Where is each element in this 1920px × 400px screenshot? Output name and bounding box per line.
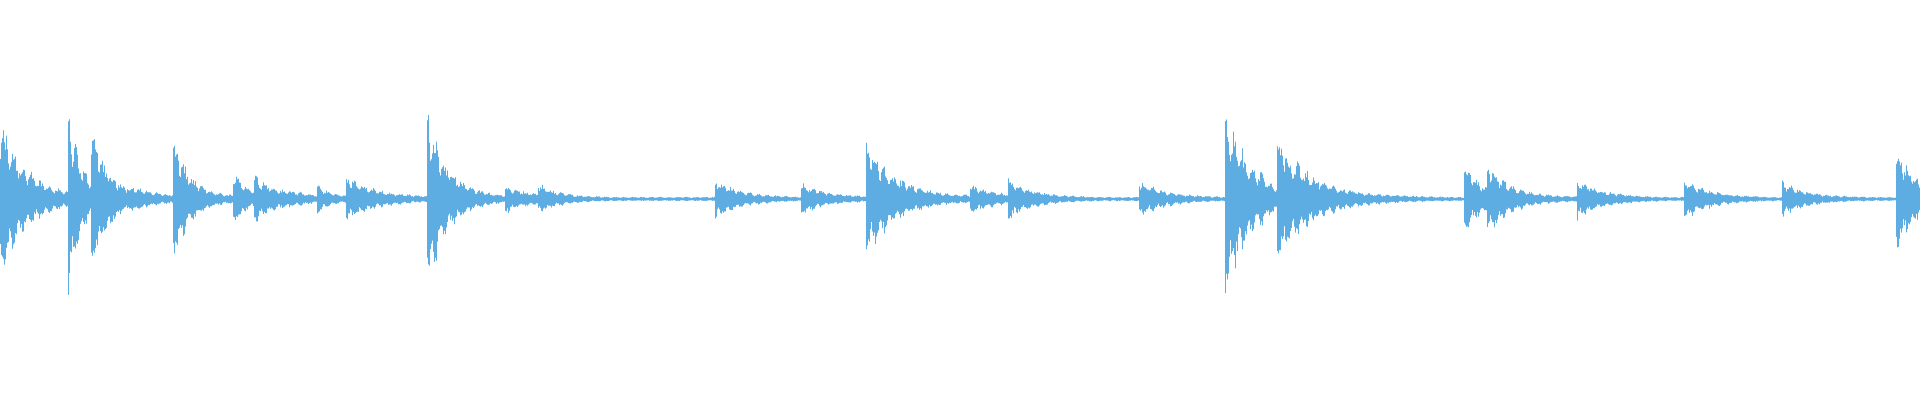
- waveform-trace: [0, 115, 1920, 295]
